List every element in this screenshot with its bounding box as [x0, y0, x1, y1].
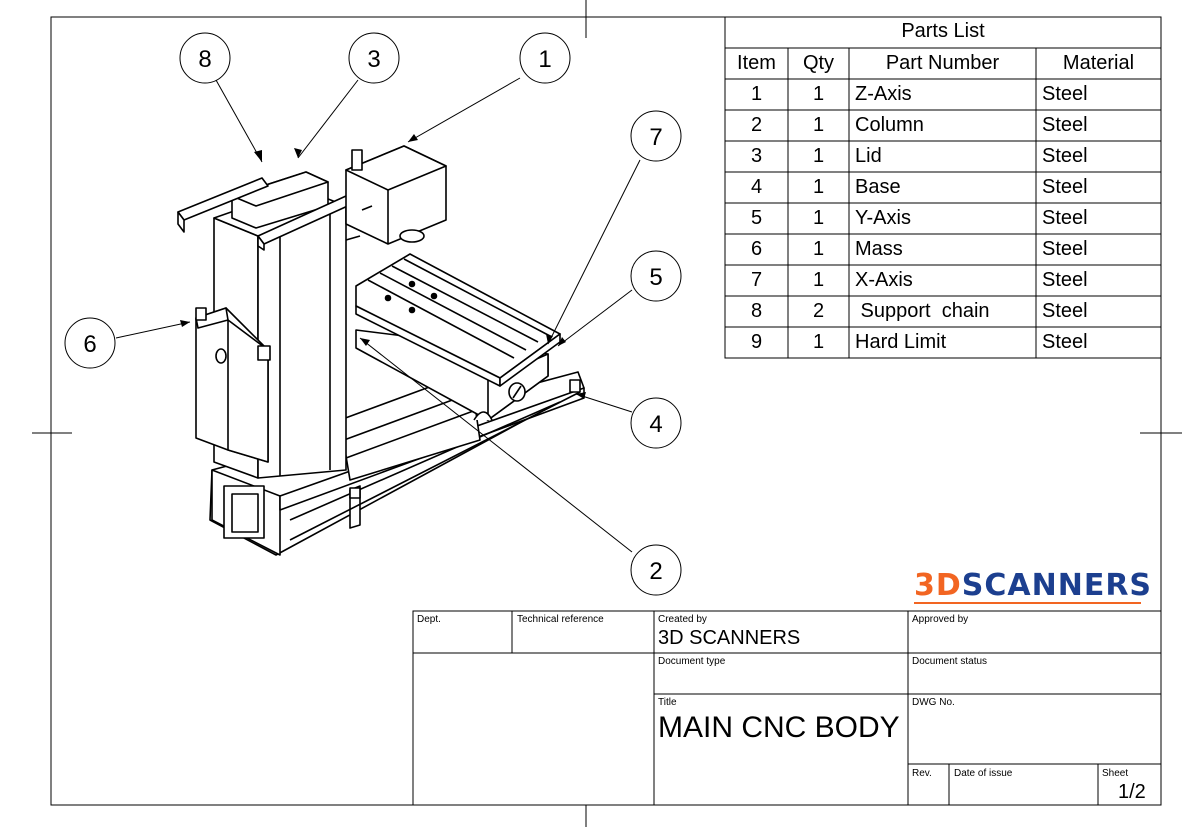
header-item: Item	[737, 52, 776, 74]
dwg-no-label: DWG No.	[912, 697, 955, 708]
balloon-6: 6	[64, 317, 116, 369]
row-part-number: Base	[855, 176, 901, 198]
balloon-5-label: 5	[649, 264, 662, 291]
row-material: Steel	[1042, 176, 1088, 198]
row-item: 7	[750, 269, 763, 291]
cnc-machine-drawing	[177, 145, 585, 556]
row-part-number: Z-Axis	[855, 83, 912, 105]
balloon-7-label: 7	[649, 124, 662, 151]
logo-prefix: 3D	[914, 568, 962, 603]
lid-part	[177, 171, 353, 251]
sheet-value: 1/2	[1118, 781, 1146, 803]
header-qty: Qty	[802, 52, 835, 74]
table-row: 3 1 Lid Steel	[725, 145, 1161, 172]
row-qty: 1	[812, 238, 825, 260]
row-material: Steel	[1042, 300, 1088, 322]
title-label: Title	[658, 697, 677, 708]
parts-list-title: Parts List	[901, 20, 985, 42]
row-material: Steel	[1042, 83, 1088, 105]
doc-type-label: Document type	[658, 656, 726, 667]
row-material: Steel	[1042, 238, 1088, 260]
parts-list-grid	[724, 16, 1162, 359]
balloon-2: 2	[630, 544, 682, 596]
row-material: Steel	[1042, 331, 1088, 353]
row-qty: 1	[812, 331, 825, 353]
z-axis-part	[345, 145, 447, 245]
row-item: 4	[750, 176, 763, 198]
table-row: 5 1 Y-Axis Steel	[725, 207, 1161, 234]
row-material: Steel	[1042, 145, 1088, 167]
company-logo: 3DSCANNERS	[914, 568, 1152, 603]
table-row: 9 1 Hard Limit Steel	[725, 331, 1161, 358]
row-qty: 1	[812, 145, 825, 167]
table-row: 7 1 X-Axis Steel	[725, 269, 1161, 296]
dept-label: Dept.	[417, 614, 441, 625]
tech-ref-label: Technical reference	[517, 614, 604, 625]
row-item: 9	[750, 331, 763, 353]
balloon-7: 7	[630, 110, 682, 162]
rev-label: Rev.	[912, 768, 932, 779]
row-part-number: Support chain	[855, 300, 990, 322]
balloon-8-label: 8	[198, 46, 211, 73]
sheet-label: Sheet	[1102, 768, 1129, 779]
row-material: Steel	[1042, 269, 1088, 291]
balloon-3: 3	[348, 32, 400, 84]
row-qty: 1	[812, 83, 825, 105]
date-of-issue-label: Date of issue	[954, 768, 1013, 779]
row-item: 2	[750, 114, 763, 136]
table-row: 8 2 Support chain Steel	[725, 300, 1161, 327]
header-part-number: Part Number	[885, 52, 1000, 74]
table-row: 1 1 Z-Axis Steel	[725, 83, 1161, 110]
created-by-value: 3D SCANNERS	[658, 627, 801, 649]
drawing-title: MAIN CNC BODY	[658, 711, 900, 744]
title-block-grid	[412, 610, 1162, 806]
mass-part	[195, 307, 271, 463]
balloon-6-label: 6	[83, 331, 96, 358]
row-part-number: Lid	[855, 145, 882, 167]
row-part-number: Column	[855, 114, 924, 136]
row-part-number: Mass	[855, 238, 903, 260]
row-qty: 1	[812, 207, 825, 229]
approved-by-label: Approved by	[912, 614, 969, 625]
balloon-5: 5	[630, 250, 682, 302]
table-row: 6 1 Mass Steel	[725, 238, 1161, 265]
table-row: 4 1 Base Steel	[725, 176, 1161, 203]
balloon-8: 8	[179, 32, 231, 84]
table-row: 2 1 Column Steel	[725, 114, 1161, 141]
row-item: 6	[750, 238, 763, 260]
hard-limit-part	[349, 379, 581, 499]
balloon-1: 1	[519, 32, 571, 84]
leader-arrowheads	[180, 134, 586, 399]
balloon-leaders	[115, 77, 641, 553]
created-by-label: Created by	[658, 614, 707, 625]
row-part-number: Y-Axis	[855, 207, 911, 229]
logo-suffix: SCANNERS	[961, 568, 1153, 603]
row-qty: 1	[812, 269, 825, 291]
doc-status-label: Document status	[912, 656, 988, 667]
row-part-number: Hard Limit	[855, 331, 947, 353]
row-item: 8	[750, 300, 763, 322]
row-material: Steel	[1042, 207, 1088, 229]
balloon-4: 4	[630, 397, 682, 449]
balloon-1-label: 1	[538, 46, 551, 73]
row-qty: 2	[812, 300, 825, 322]
balloon-2-label: 2	[649, 558, 662, 585]
row-item: 5	[750, 207, 763, 229]
x-axis-part	[355, 253, 561, 387]
row-material: Steel	[1042, 114, 1088, 136]
row-item: 3	[750, 145, 763, 167]
balloon-3-label: 3	[367, 46, 380, 73]
header-material: Material	[1062, 52, 1135, 74]
row-qty: 1	[812, 176, 825, 198]
balloon-4-label: 4	[649, 411, 662, 438]
row-qty: 1	[812, 114, 825, 136]
row-item: 1	[750, 83, 763, 105]
row-part-number: X-Axis	[855, 269, 913, 291]
